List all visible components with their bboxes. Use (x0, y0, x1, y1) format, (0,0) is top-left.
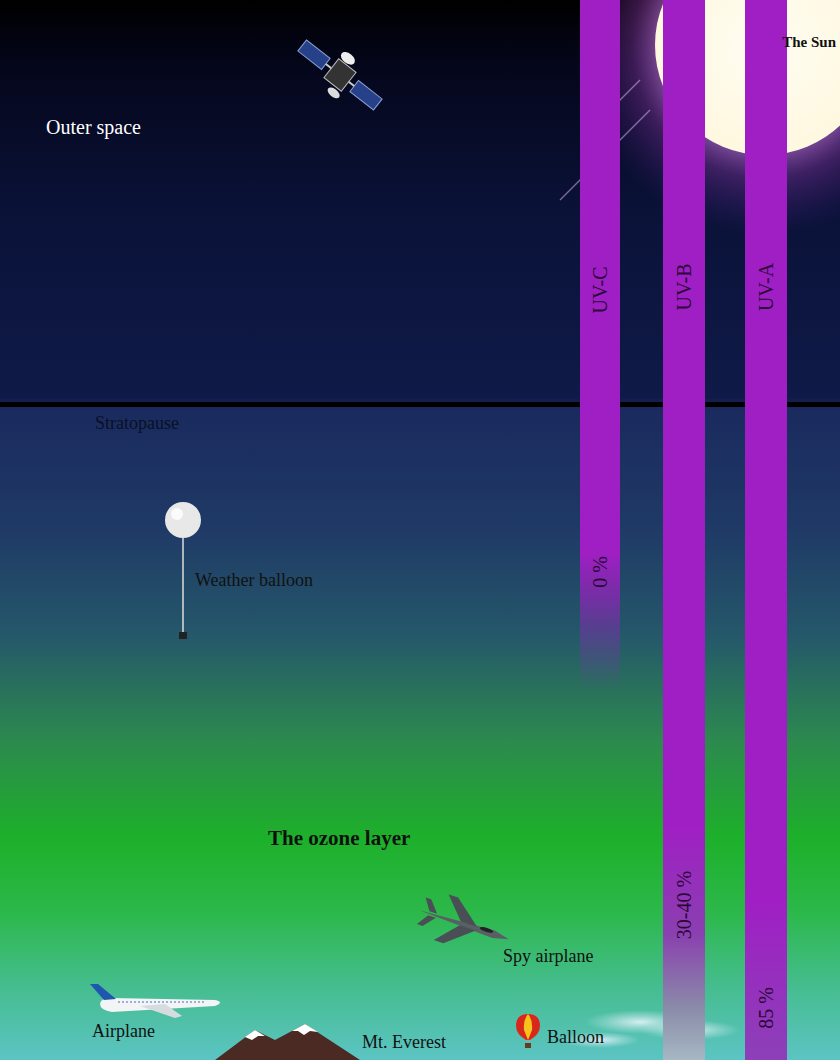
percentage-label: 85 % (755, 987, 778, 1029)
percentage-label: 0 % (589, 556, 612, 588)
band-name: UV-A (755, 263, 778, 311)
region-label: Outer space (46, 116, 141, 139)
uv-c-band: UV-C 0 % (580, 0, 620, 690)
spy-airplane-icon (412, 887, 516, 962)
object-label: Mt. Everest (362, 1032, 446, 1053)
band-name: UV-C (589, 266, 612, 313)
airliner-icon (90, 984, 220, 1018)
object-label: Airplane (92, 1021, 155, 1042)
band-name: UV-B (673, 263, 696, 310)
layer-label: The ozone layer (268, 826, 410, 850)
object-label: Balloon (547, 1027, 604, 1048)
sun-label: The Sun (782, 34, 836, 51)
object-label: Weather balloon (195, 570, 313, 591)
uv-b-band: UV-B 30-40 % (663, 0, 705, 1060)
percentage-label: 30-40 % (673, 871, 696, 939)
object-label: Spy airplane (503, 946, 593, 967)
stratopause-line (0, 402, 840, 407)
layer-label: Stratopause (95, 413, 179, 434)
mount-everest-icon (215, 1024, 360, 1060)
hot-air-balloon-icon (516, 1014, 540, 1048)
uv-a-band: UV-A 85 % (745, 0, 787, 1060)
satellite-icon (289, 27, 392, 122)
